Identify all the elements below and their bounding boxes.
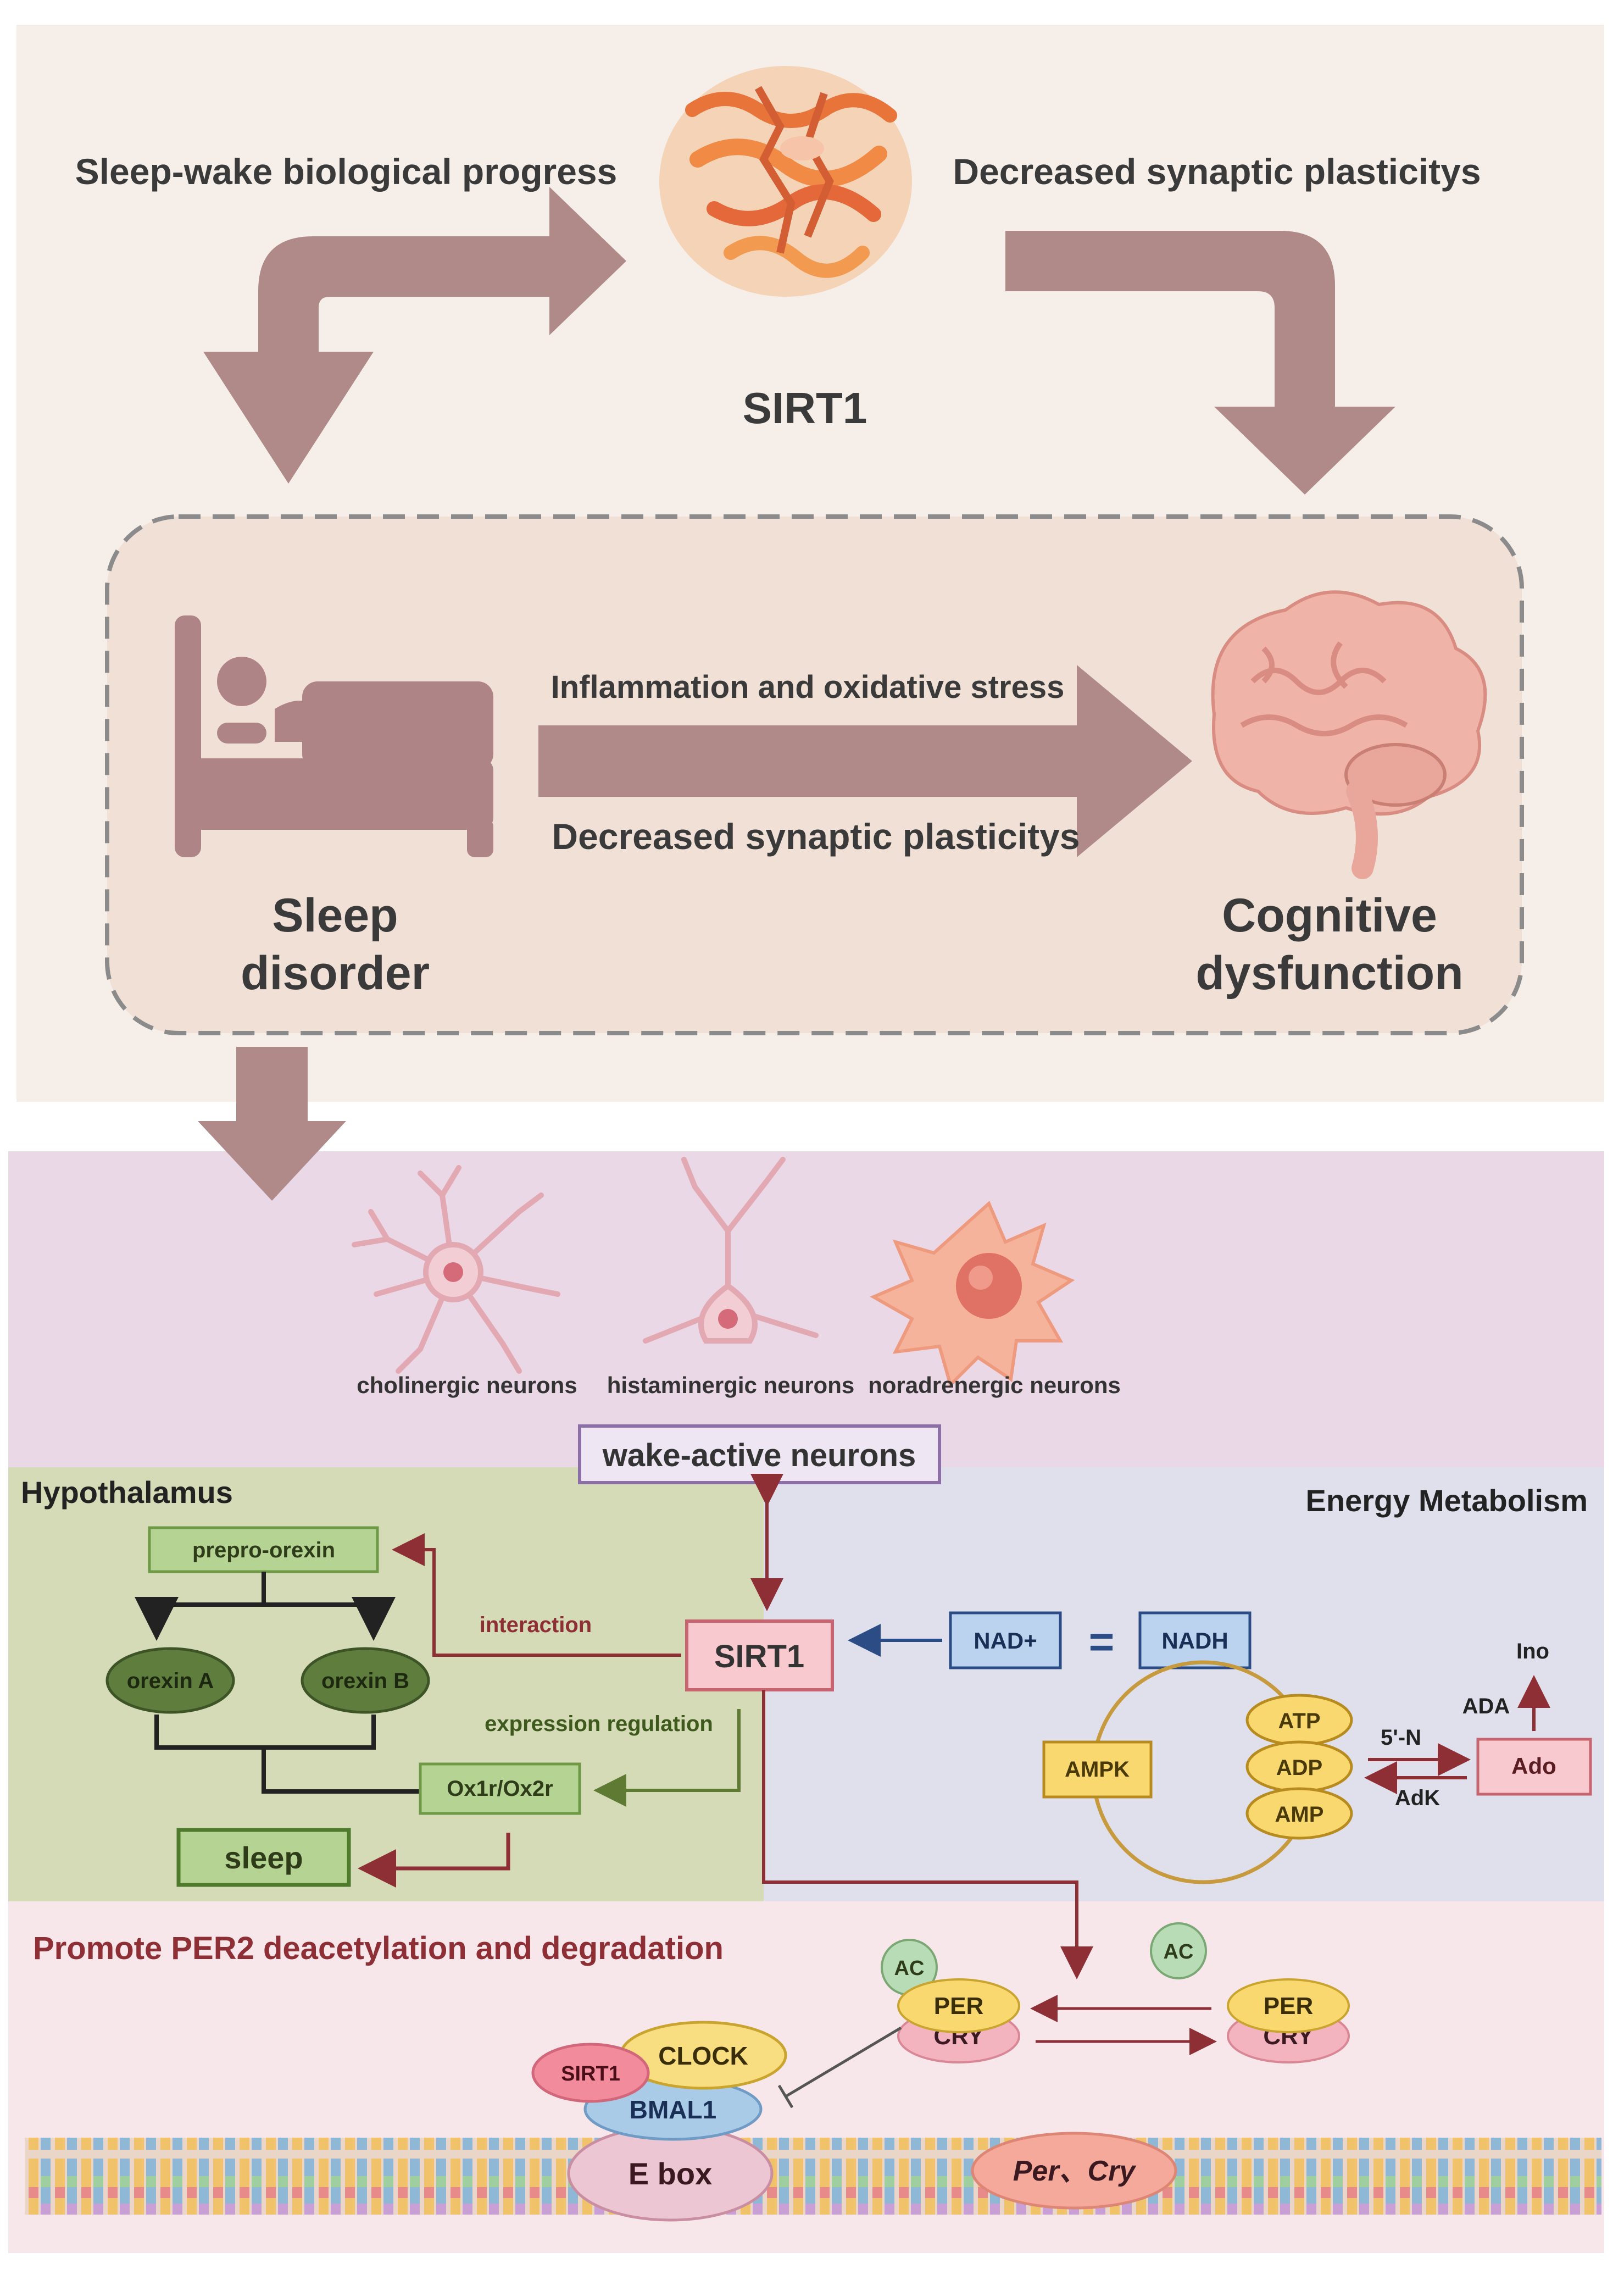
energy-title: Energy Metabolism — [1306, 1483, 1588, 1518]
arrow-sleep-to-sirt1 — [203, 187, 626, 484]
nadh-box — [1138, 1611, 1252, 1669]
ac-right-label: AC — [1164, 1940, 1194, 1963]
hypothalamus-title: Hypothalamus — [21, 1475, 233, 1510]
nad-plus-box — [949, 1611, 1062, 1669]
per-right-label: PER — [1264, 1993, 1313, 2020]
arrow-receptor-to-sleep — [358, 1833, 510, 1888]
ox-receptor-label: Ox1r/Ox2r — [447, 1777, 553, 1801]
brain-icon — [1211, 590, 1487, 879]
bmal1-label: BMAL1 — [630, 2095, 716, 2124]
sleep-disorder-label-2: disorder — [241, 947, 430, 1000]
ebox-label: E box — [629, 2156, 712, 2191]
orexin-b-node — [301, 1647, 430, 1714]
cognitive-label-2: dysfunction — [1195, 947, 1463, 1000]
wake-active-neurons-label: wake-active neurons — [602, 1438, 916, 1473]
per-left-node — [897, 1978, 1020, 2033]
orexin-join-line — [154, 1715, 420, 1794]
arrow-sirt1-to-per — [762, 1690, 1093, 1979]
ac-left-label: AC — [894, 1957, 925, 1980]
energy-bg — [764, 1467, 1604, 1901]
adp-label: ADP — [1276, 1756, 1322, 1780]
per2-title: Promote PER2 deacetylation and degradati… — [33, 1930, 724, 1966]
arrow-label-inflammation: Inflammation and oxidative stress — [551, 669, 1065, 705]
sirt1-center-box — [685, 1619, 834, 1691]
sirt1-small-label: SIRT1 — [561, 2062, 620, 2085]
five-n-label: 5'-N — [1381, 1726, 1421, 1750]
adk-label: AdK — [1395, 1786, 1440, 1810]
per-cry-gene-label: Per、Cry — [1013, 2155, 1137, 2187]
orexin-a-label: orexin A — [127, 1669, 214, 1693]
orexin-a-node — [105, 1647, 235, 1714]
dna-strand — [25, 2138, 1601, 2215]
sirt1-center-label: SIRT1 — [714, 1639, 804, 1674]
nadh-label: NADH — [1161, 1628, 1228, 1654]
prepro-orexin-label: prepro-orexin — [192, 1538, 335, 1562]
orexin-b-label: orexin B — [321, 1669, 409, 1693]
neuron-panel-bg — [8, 1151, 1604, 1467]
ado-box — [1476, 1738, 1592, 1796]
arrow-interaction — [392, 1533, 681, 1657]
noradrenergic-neuron-icon — [870, 1200, 1075, 1388]
sirt1-small-node — [531, 2043, 650, 2103]
ampk-label: AMPK — [1065, 1757, 1130, 1782]
arrow-label-synaptic: Decreased synaptic plasticitys — [552, 816, 1080, 857]
cholinergic-label: cholinergic neurons — [357, 1372, 577, 1398]
right-arrow-label: Decreased synaptic plasticitys — [953, 151, 1481, 192]
clock-label: CLOCK — [658, 2041, 748, 2070]
histaminergic-neuron-icon — [643, 1157, 819, 1344]
interaction-label: interaction — [480, 1613, 592, 1637]
sleep-disorder-label-1: Sleep — [272, 889, 398, 942]
arrow-sirt1-to-cognitive — [1005, 231, 1395, 495]
arrow-sleep-to-cognitive — [538, 665, 1192, 857]
prepro-orexin-box — [148, 1526, 379, 1573]
amp-label: AMP — [1275, 1802, 1324, 1827]
nad-plus-label: NAD+ — [974, 1628, 1037, 1654]
atp-label: ATP — [1278, 1709, 1320, 1733]
cholinergic-neuron-icon — [352, 1165, 560, 1374]
ada-label: ADA — [1462, 1694, 1510, 1718]
left-arrow-label: Sleep-wake biological progress — [75, 151, 618, 192]
histaminergic-label: histaminergic neurons — [607, 1372, 854, 1398]
sleep-box — [176, 1828, 351, 1887]
expression-regulation-label: expression regulation — [485, 1712, 713, 1736]
per-left-label: PER — [934, 1993, 983, 2020]
ox-receptor-box — [419, 1762, 581, 1815]
amp-node — [1245, 1787, 1353, 1840]
noradrenergic-label: noradrenergic neurons — [868, 1372, 1121, 1398]
ino-label: Ino — [1516, 1639, 1549, 1663]
ac-right-node — [1150, 1922, 1207, 1979]
inhibition-line-per-to-clock — [777, 2026, 902, 2109]
ampk-box — [1042, 1740, 1153, 1799]
per-right-node — [1227, 1978, 1350, 2033]
cognitive-label-1: Cognitive — [1222, 889, 1437, 942]
sleeping-person-icon — [175, 615, 493, 857]
sleep-label: sleep — [224, 1840, 303, 1875]
prepro-branch-line — [157, 1572, 374, 1607]
sirt1-top-label: SIRT1 — [743, 384, 867, 432]
per-cry-gene-node — [971, 2132, 1177, 2210]
sirt1-protein-icon — [659, 66, 912, 297]
arrow-box-to-neurons — [198, 1047, 346, 1201]
ado-label: Ado — [1511, 1753, 1556, 1779]
equals-sign: = — [1089, 1617, 1115, 1666]
arrow-expression-regulation — [593, 1709, 741, 1807]
